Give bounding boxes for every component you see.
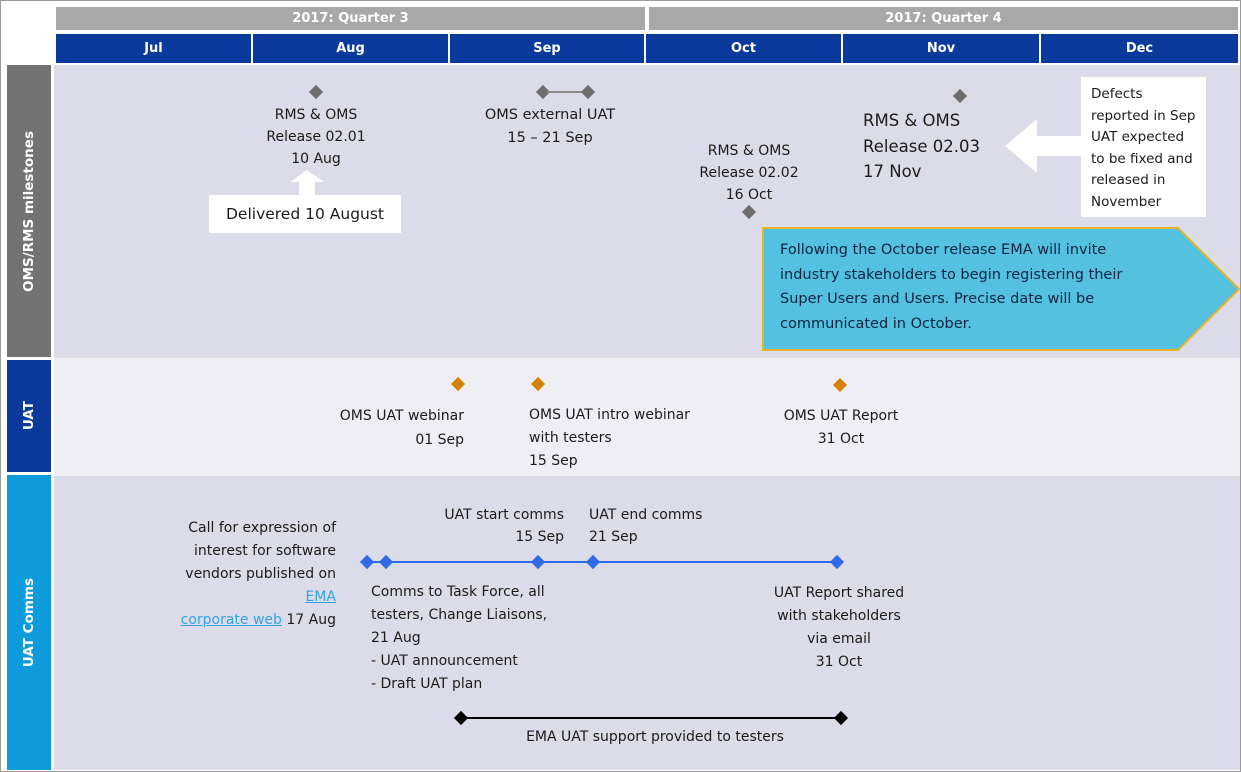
ema-corporate-web-link[interactable]: EMA [305,589,336,605]
registration-callout-shape [762,227,1240,351]
external-uat-connector [547,91,585,93]
sidebar-uat-label: UAT [21,401,37,431]
month-oct: Oct [646,34,841,63]
month-aug-label: Aug [336,41,365,56]
uat-webinar-label: OMS UAT webinar 01 Sep [339,408,464,448]
sidebar-comms-label: UAT Comms [21,577,37,668]
month-sep: Sep [450,34,644,63]
call-line-1: Call for expression of [188,520,336,536]
call-for-expression-block: Call for expression of interest for soft… [159,517,336,632]
uat-end-comms-label: UAT end comms 21 Sep [589,507,703,545]
sidebar-milestones-label: OMS/RMS milestones [21,130,37,292]
delivered-callout: Delivered 10 August [209,195,401,233]
call-line-3-text: vendors published on [185,566,336,582]
sidebar-uat-comms: UAT Comms [7,475,51,770]
external-uat-label: OMS external UAT 15 – 21 Sep [484,107,616,146]
uat-report-shared-label: UAT Report shared with stakeholders via … [773,585,905,670]
quarter3-label: 2017: Quarter 3 [292,11,409,26]
uat-band [54,358,1240,476]
support-label: EMA UAT support provided to testers [526,729,784,745]
release-0202-label: RMS & OMS Release 02.02 16 Oct [699,143,799,203]
sidebar-uat: UAT [7,360,51,472]
call-line-3: vendors published on EMA [159,563,336,609]
month-nov: Nov [843,34,1039,63]
month-dec: Dec [1041,34,1238,63]
defects-note-box: Defects reported in Sep UAT expected to … [1081,77,1206,217]
quarter4-header: 2017: Quarter 4 [649,7,1238,30]
left-arrow-icon [1005,119,1083,173]
release-0201-label: RMS & OMS Release 02.01 10 Aug [266,107,366,167]
uat-report-label: OMS UAT Report 31 Oct [783,408,899,447]
month-sep-label: Sep [533,41,561,56]
task-force-comms-label: Comms to Task Force, all testers, Change… [371,584,548,692]
uat-start-comms-label: UAT start comms 15 Sep [444,507,564,545]
delivered-callout-label: Delivered 10 August [225,205,385,223]
month-nov-label: Nov [926,41,956,56]
up-arrow-icon [290,170,324,195]
registration-callout-text: Following the October release EMA will i… [780,242,1123,332]
comms-timeline-line [367,561,837,563]
month-oct-label: Oct [731,41,756,56]
call-line-4-suffix: 17 Aug [281,612,336,628]
quarter4-label: 2017: Quarter 4 [885,11,1002,26]
month-jul: Jul [56,34,251,63]
ema-corporate-web-link-2[interactable]: corporate web [180,612,282,628]
uat-intro-webinar-label: OMS UAT intro webinar with testers 15 Se… [529,407,690,469]
quarter3-header: 2017: Quarter 3 [56,7,645,30]
sidebar-oms-rms-milestones: OMS/RMS milestones [7,65,51,357]
call-line-2: interest for software [194,543,336,559]
call-line-4: corporate web 17 Aug [159,609,336,632]
support-line [461,717,841,719]
month-jul-label: Jul [144,41,163,56]
month-aug: Aug [253,34,448,63]
month-dec-label: Dec [1125,41,1154,56]
comms-band [54,476,1240,770]
release-0203-label: RMS & OMS Release 02.03 17 Nov [863,111,980,181]
